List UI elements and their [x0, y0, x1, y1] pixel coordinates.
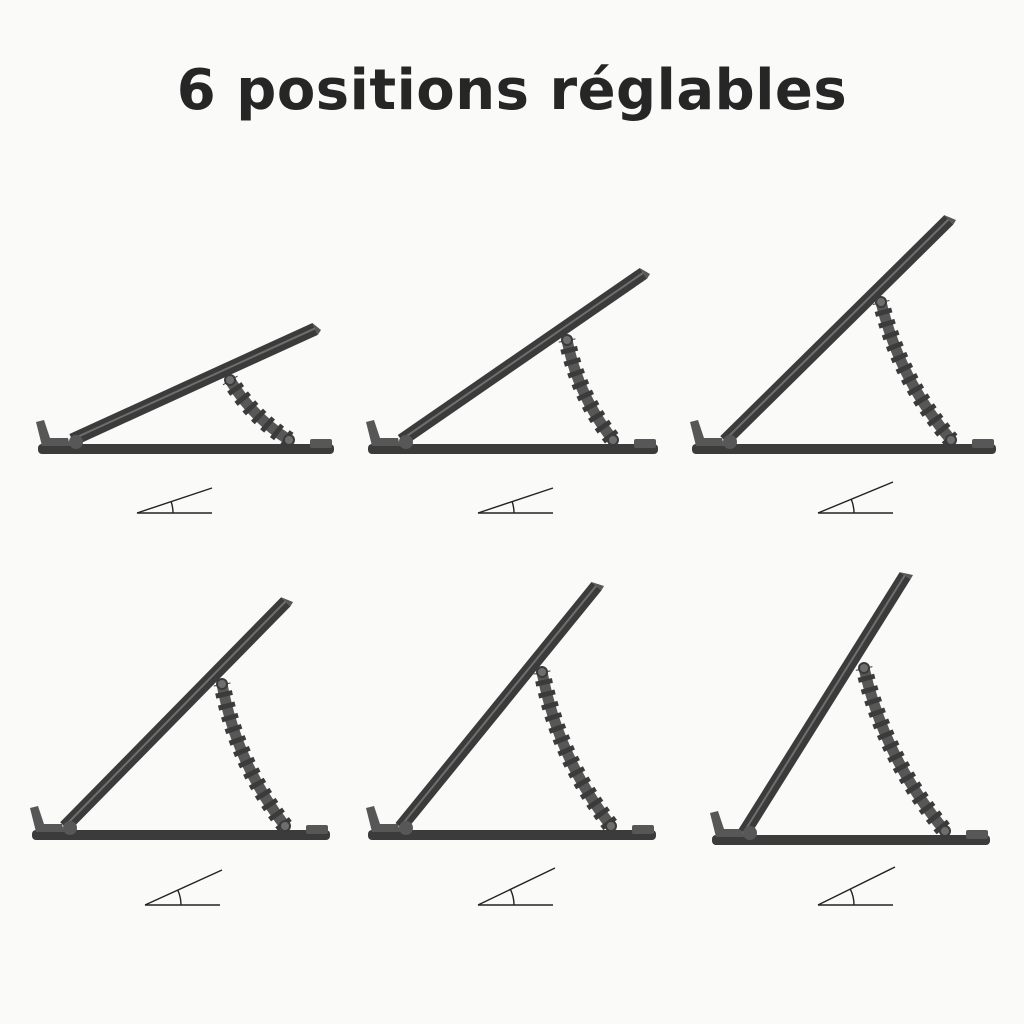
arm-pivot-top: [561, 334, 573, 346]
stand-position-5: [366, 582, 656, 840]
plate-tip: [899, 572, 913, 580]
arm-pivot-bottom: [939, 825, 951, 837]
angle-icon: [144, 869, 223, 906]
stand-base: [38, 444, 334, 454]
plate-hinge: [69, 435, 83, 449]
stand-base: [712, 835, 990, 845]
angle-icon: [477, 487, 554, 514]
stand-base: [32, 830, 330, 840]
arm-pivot-bottom: [607, 434, 619, 446]
plate-edge: [63, 600, 287, 828]
angle-ray: [136, 487, 213, 514]
ratchet-teeth: [222, 375, 294, 448]
front-lip: [36, 420, 70, 446]
angle-icon: [817, 481, 894, 514]
plate-tip: [591, 582, 604, 591]
stand-base: [368, 444, 658, 454]
base-tab: [966, 830, 988, 839]
plate-hinge: [743, 826, 757, 840]
angle-ray: [477, 487, 554, 514]
arm-pivot-bottom: [283, 434, 295, 446]
ratchet-teeth: [533, 670, 618, 832]
angle-arc: [509, 889, 515, 906]
front-lip: [690, 420, 724, 446]
ratchet-teeth: [558, 338, 620, 446]
arm-pivot-top: [224, 374, 236, 386]
angle-icon: [817, 866, 896, 906]
stand-position-6: [710, 572, 990, 845]
front-lip: [710, 811, 744, 837]
front-lip: [366, 420, 400, 446]
angle-arc: [177, 889, 182, 906]
stand-position-3: [690, 215, 996, 454]
angle-ray: [144, 869, 223, 906]
arm-pivot-top: [536, 666, 548, 678]
angle-ray: [817, 866, 896, 906]
base-tab: [972, 439, 994, 448]
angle-arc: [511, 501, 515, 514]
base-tab: [310, 439, 332, 448]
arm-pivot-bottom: [279, 820, 291, 832]
plate-hinge: [399, 821, 413, 835]
stand-position-4: [30, 597, 330, 840]
angle-ray: [817, 481, 894, 514]
arm-pivot-bottom: [945, 434, 957, 446]
plate-tip: [312, 322, 321, 335]
angle-icon: [136, 487, 213, 514]
arm-pivot-top: [216, 678, 228, 690]
plate-hinge: [399, 435, 413, 449]
arm-pivot-top: [858, 662, 870, 674]
stand-position-1: [36, 322, 334, 454]
plate-hinge: [63, 821, 77, 835]
front-lip: [30, 806, 64, 832]
base-tab: [632, 825, 654, 834]
plate-edge: [400, 272, 644, 441]
angle-icon: [477, 867, 556, 906]
plate-tip: [944, 215, 956, 225]
angle-arc: [170, 501, 174, 514]
stand-base: [692, 444, 996, 454]
plate-edge: [71, 327, 316, 441]
page-title: 6 positions réglables: [176, 58, 848, 123]
plate-edge: [399, 585, 597, 828]
support-arm: [216, 678, 291, 832]
plate-tip: [639, 267, 650, 279]
support-arm: [875, 296, 957, 446]
plate-tip: [281, 597, 293, 607]
base-tab: [306, 825, 328, 834]
stand-position-2: [366, 267, 658, 454]
stand-base: [368, 830, 656, 840]
front-lip: [366, 806, 400, 832]
plate-edge: [742, 574, 906, 833]
arm-pivot-bottom: [605, 820, 617, 832]
plate-edge: [723, 218, 950, 442]
angle-ray: [477, 867, 556, 906]
ratchet-teeth: [855, 666, 952, 837]
base-tab: [634, 439, 656, 448]
arm-pivot-top: [875, 296, 887, 308]
angle-arc: [849, 888, 855, 906]
plate-hinge: [723, 435, 737, 449]
angle-arc: [850, 498, 855, 514]
